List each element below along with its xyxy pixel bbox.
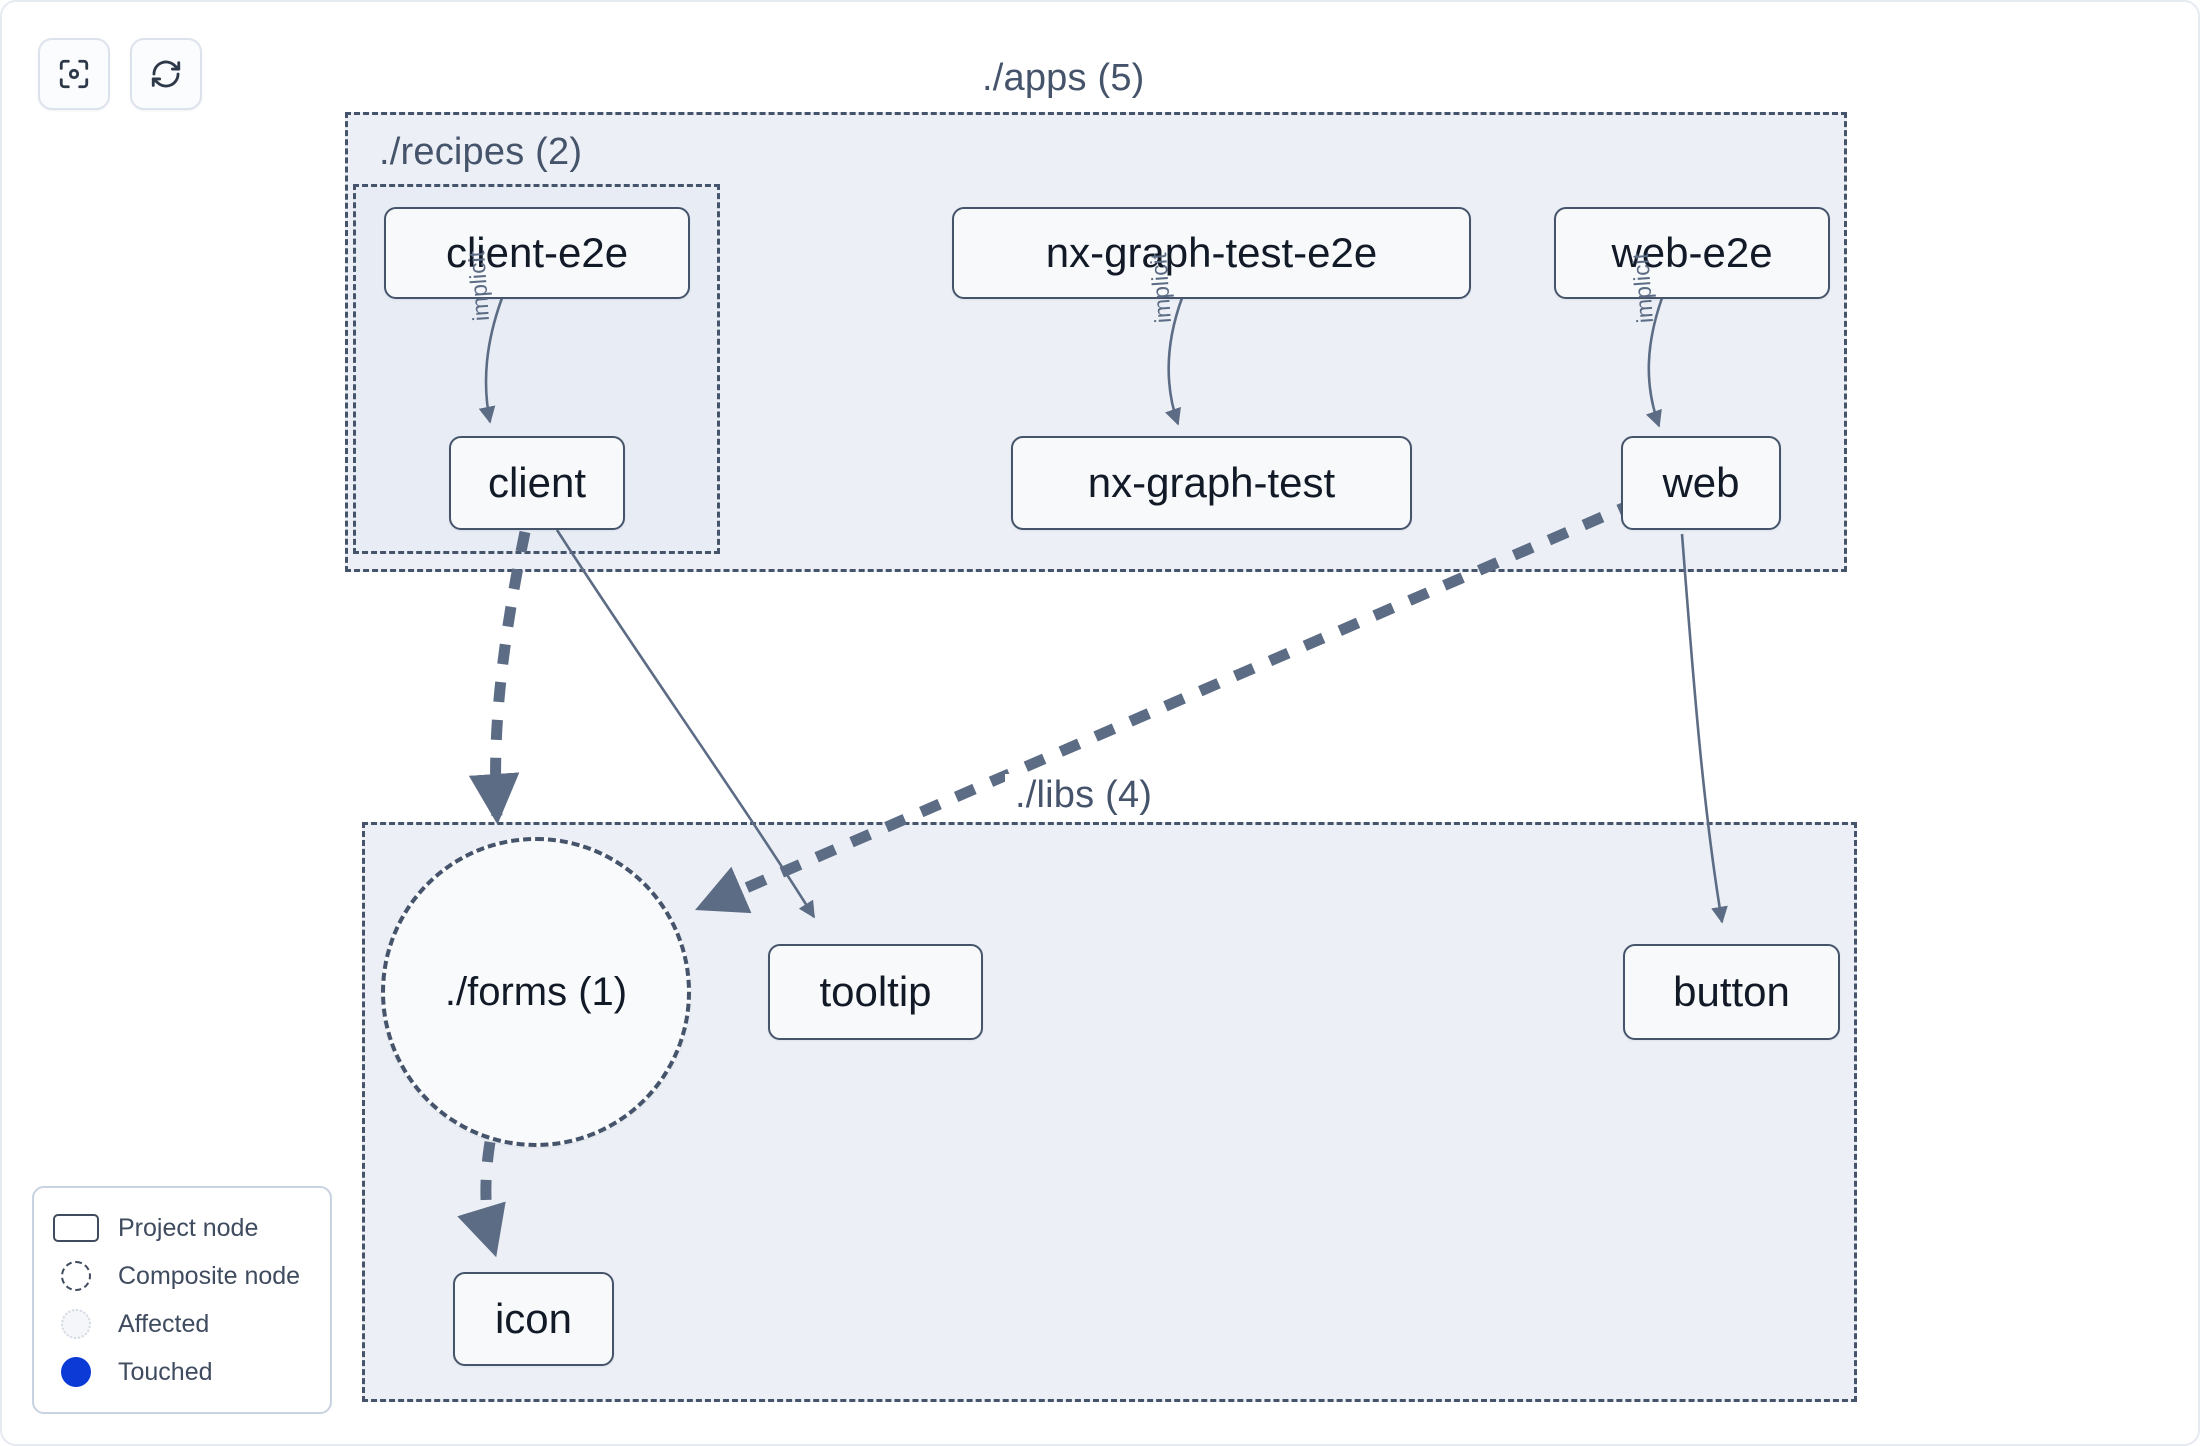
legend-label-touched: Touched: [118, 1357, 213, 1386]
node-tooltip[interactable]: tooltip: [768, 944, 983, 1040]
node-nx-graph-test[interactable]: nx-graph-test: [1011, 436, 1412, 530]
edge-label-implicit-client: implicit: [463, 250, 494, 322]
node-web-e2e[interactable]: web-e2e: [1554, 207, 1830, 299]
node-icon[interactable]: icon: [453, 1272, 614, 1366]
refresh-graph-button[interactable]: [130, 38, 202, 110]
graph-legend: Project node Composite node Affected Tou…: [32, 1186, 332, 1414]
legend-item-project-node: Project node: [52, 1204, 312, 1252]
group-label-recipes: ./recipes (2): [379, 131, 583, 173]
legend-item-affected: Affected: [52, 1300, 312, 1348]
edge-client-to-forms: [468, 530, 531, 825]
node-client-e2e[interactable]: client-e2e: [384, 207, 690, 299]
focus-target-icon: [57, 57, 91, 91]
affected-swatch-icon: [52, 1309, 100, 1339]
node-web[interactable]: web: [1621, 436, 1781, 530]
edge-label-implicit-web: implicit: [1627, 252, 1658, 324]
refresh-icon: [149, 57, 183, 91]
touched-swatch-icon: [52, 1357, 100, 1387]
project-node-swatch-icon: [52, 1213, 100, 1243]
focus-graph-button[interactable]: [38, 38, 110, 110]
legend-label-project-node: Project node: [118, 1213, 259, 1242]
node-button[interactable]: button: [1623, 944, 1840, 1040]
legend-item-composite-node: Composite node: [52, 1252, 312, 1300]
group-label-libs: ./libs (4): [1005, 774, 1163, 817]
edge-label-implicit-nxgraphtest: implicit: [1145, 252, 1176, 324]
node-client[interactable]: client: [449, 436, 625, 530]
node-nx-graph-test-e2e[interactable]: nx-graph-test-e2e: [952, 207, 1471, 299]
group-label-apps: ./apps (5): [972, 57, 1155, 100]
graph-toolbar: [38, 38, 202, 110]
composite-node-swatch-icon: [52, 1261, 100, 1291]
legend-item-touched: Touched: [52, 1348, 312, 1396]
node-forms[interactable]: ./forms (1): [381, 837, 691, 1147]
legend-label-composite-node: Composite node: [118, 1261, 301, 1290]
legend-label-affected: Affected: [118, 1309, 210, 1338]
